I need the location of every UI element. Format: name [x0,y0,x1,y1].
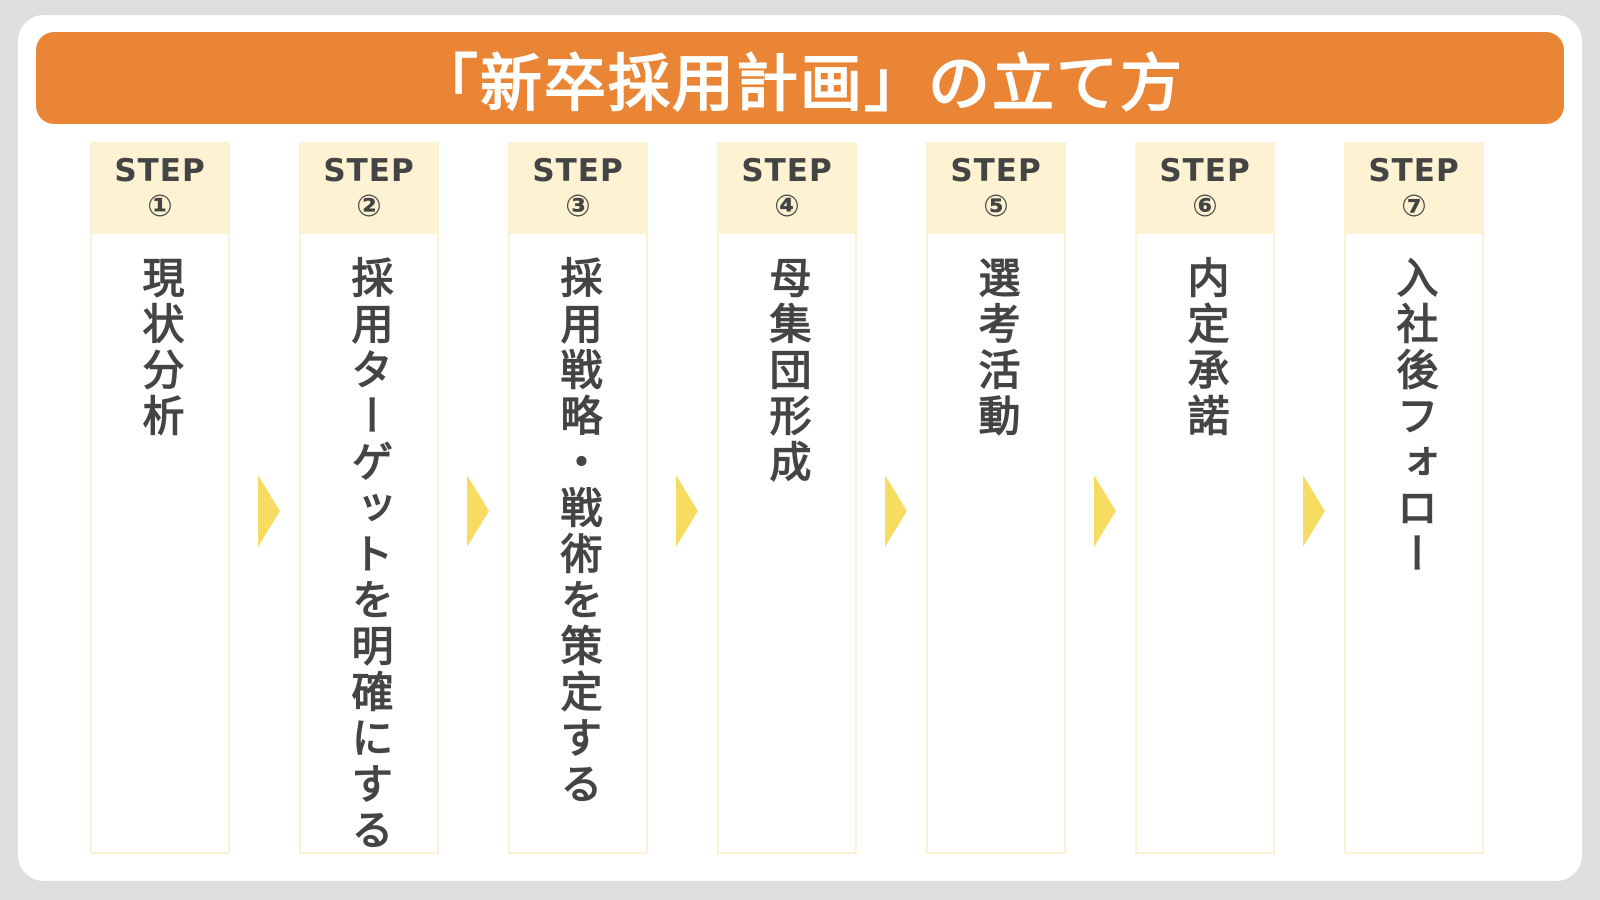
step-label-7: STEP [1368,153,1460,189]
step-header-2: STEP ② [301,144,437,234]
step-body-2: 採用ターゲットを明確にする [301,234,437,854]
step-header-1: STEP ① [92,144,228,234]
step-text-6: 内定承諾 [1181,256,1230,440]
step-number-7: ⑦ [1401,189,1427,224]
step-text-1: 現状分析 [136,256,185,440]
arrow-right-icon [467,475,489,547]
step-label-6: STEP [1159,153,1251,189]
step-body-6: 内定承諾 [1137,234,1273,440]
step-header-5: STEP ⑤ [928,144,1064,234]
step-header-7: STEP ⑦ [1346,144,1482,234]
step-box-7: STEP ⑦ 入社後フォロー [1344,142,1484,854]
step-number-6: ⑥ [1192,189,1218,224]
step-number-5: ⑤ [983,189,1009,224]
step-text-2: 採用ターゲットを明確にする [345,256,394,854]
arrow-right-icon [1303,475,1325,547]
step-label-2: STEP [323,153,415,189]
step-text-3: 採用戦略・戦術を策定する [554,256,603,808]
step-text-7: 入社後フォロー [1390,256,1439,578]
title-banner: 「新卒採用計画」の立て方 [36,32,1564,124]
step-number-1: ① [147,189,173,224]
step-box-1: STEP ① 現状分析 [90,142,230,854]
step-body-5: 選考活動 [928,234,1064,440]
step-header-3: STEP ③ [510,144,646,234]
step-box-6: STEP ⑥ 内定承諾 [1135,142,1275,854]
step-box-3: STEP ③ 採用戦略・戦術を策定する [508,142,648,854]
step-box-4: STEP ④ 母集団形成 [717,142,857,854]
step-body-1: 現状分析 [92,234,228,440]
page-title: 「新卒採用計画」の立て方 [415,47,1184,120]
step-label-5: STEP [950,153,1042,189]
step-body-4: 母集団形成 [719,234,855,486]
arrow-right-icon [1094,475,1116,547]
step-number-3: ③ [565,189,591,224]
step-label-4: STEP [741,153,833,189]
arrow-right-icon [258,475,280,547]
step-body-3: 採用戦略・戦術を策定する [510,234,646,808]
step-text-4: 母集団形成 [763,256,812,486]
step-text-5: 選考活動 [972,256,1021,440]
step-label-1: STEP [114,153,206,189]
step-box-2: STEP ② 採用ターゲットを明確にする [299,142,439,854]
step-label-3: STEP [532,153,624,189]
step-number-2: ② [356,189,382,224]
arrow-right-icon [676,475,698,547]
step-body-7: 入社後フォロー [1346,234,1482,578]
arrow-right-icon [885,475,907,547]
step-header-4: STEP ④ [719,144,855,234]
step-header-6: STEP ⑥ [1137,144,1273,234]
step-box-5: STEP ⑤ 選考活動 [926,142,1066,854]
step-number-4: ④ [774,189,800,224]
